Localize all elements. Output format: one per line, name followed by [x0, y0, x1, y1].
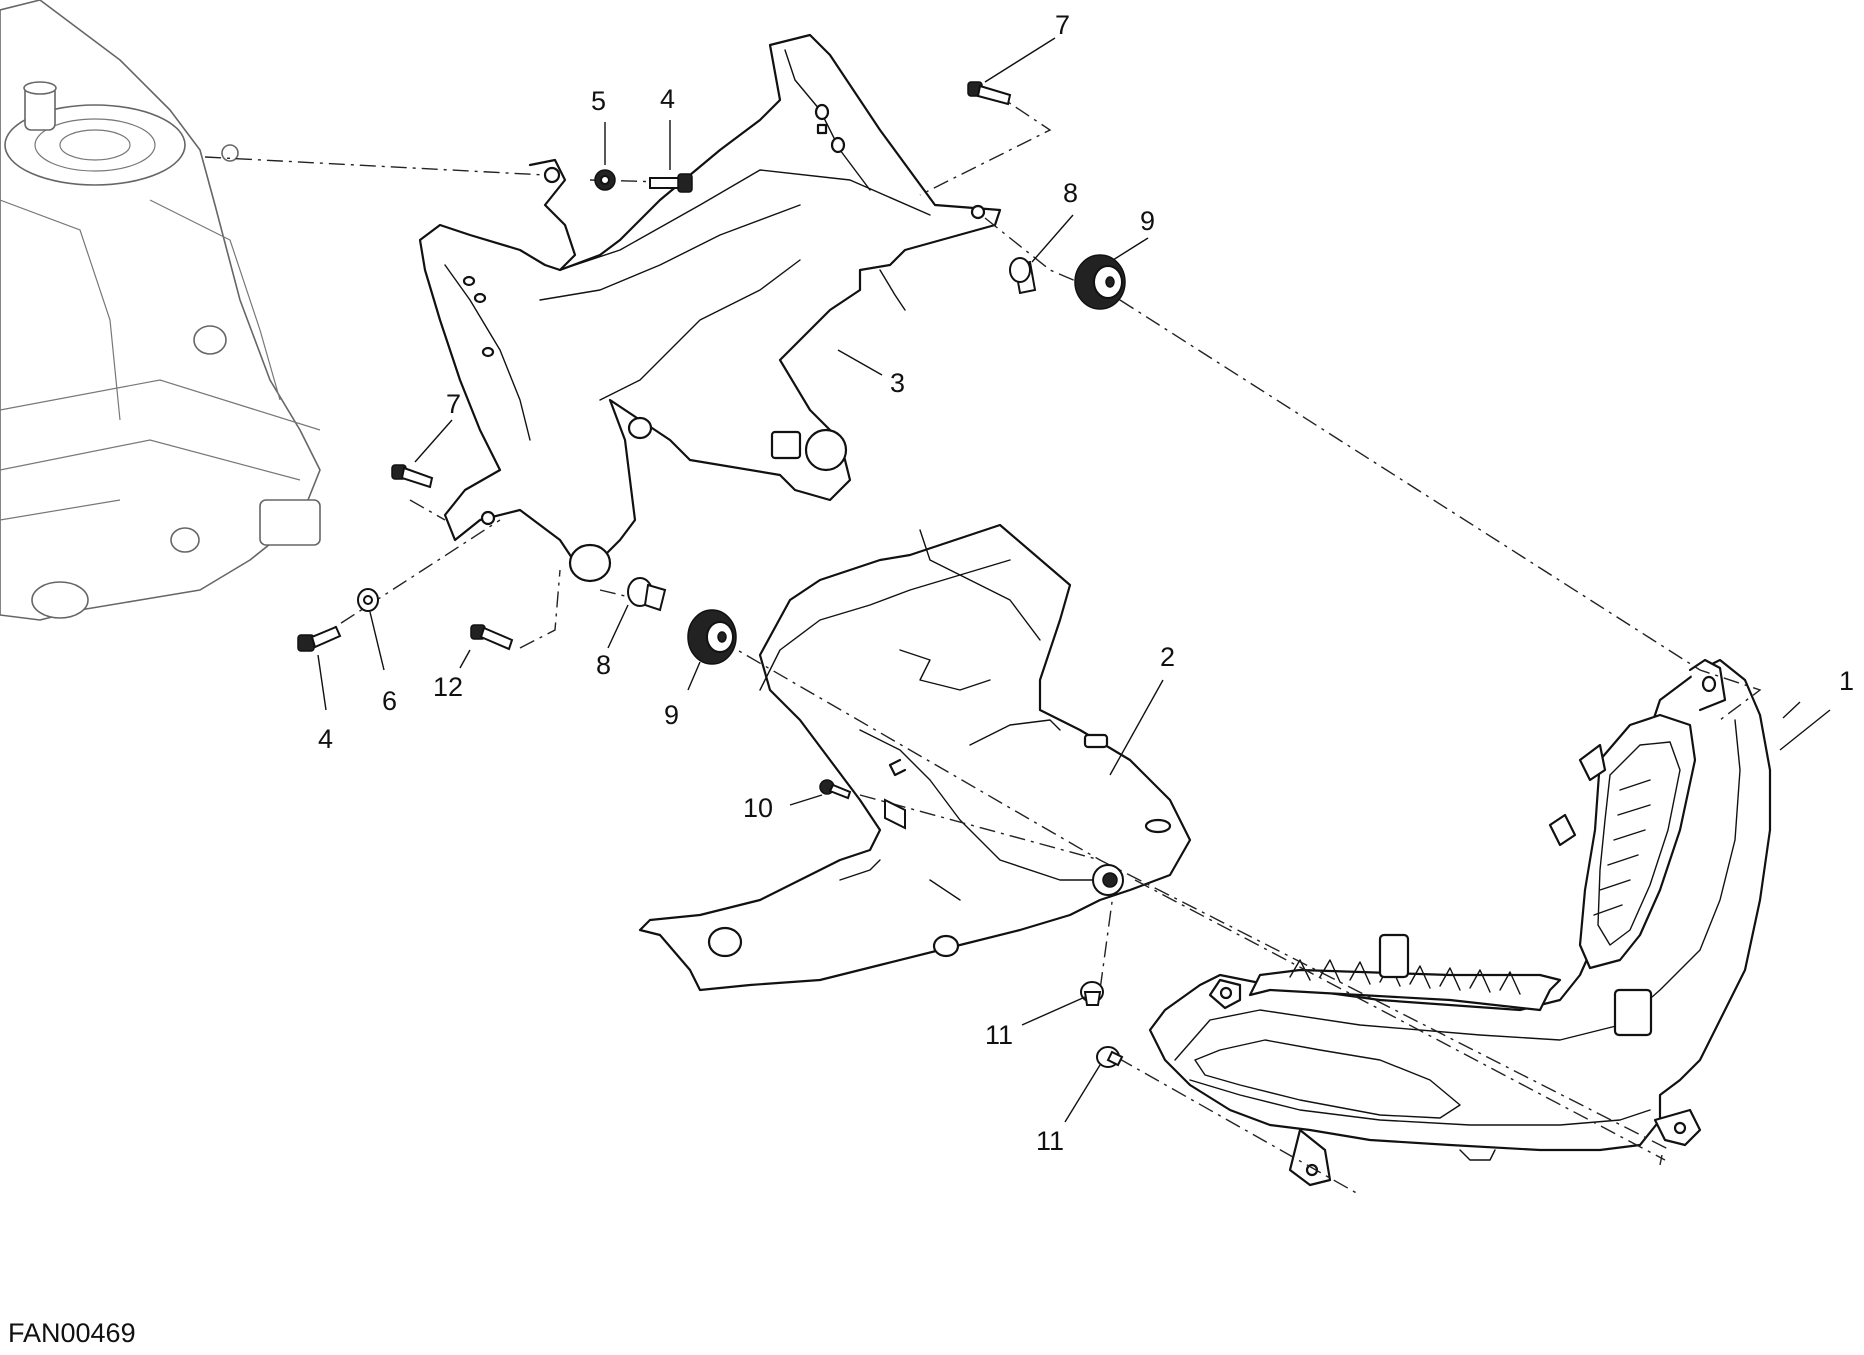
bolt-4-top	[649, 173, 693, 193]
callout-8-left: 8	[596, 650, 611, 680]
spacer-8-right	[1009, 257, 1037, 295]
callout-6: 6	[382, 686, 397, 716]
callout-4-top: 4	[660, 84, 675, 114]
screw-10	[819, 779, 906, 830]
grommet-9-right	[1074, 254, 1126, 310]
frame-steering-head	[0, 0, 321, 621]
grommet-9-left	[687, 609, 737, 665]
spacer-8-left	[627, 577, 667, 612]
screw-7-top	[967, 81, 1012, 106]
screw-11-bottom	[1096, 1046, 1124, 1068]
leader-lines	[317, 37, 1831, 1123]
callout-1: 1	[1839, 666, 1854, 696]
fasteners	[297, 81, 1126, 1068]
callout-labels: 1 2 3 4 5 7 8 9 7 4 6 12 8 9 10 11 11	[318, 10, 1854, 1156]
callout-9-left: 9	[664, 700, 679, 730]
headlight-support-bracket	[418, 33, 1002, 583]
callout-7-left: 7	[446, 389, 461, 419]
washer-6	[357, 588, 379, 612]
callout-11-bottom: 11	[1036, 1126, 1064, 1156]
screw-7-left	[391, 464, 434, 489]
callout-7-top: 7	[1055, 10, 1070, 40]
callout-5: 5	[591, 86, 606, 116]
callout-4-bottom: 4	[318, 724, 333, 754]
callout-8-right: 8	[1063, 178, 1078, 208]
callout-9-right: 9	[1140, 206, 1155, 236]
nut-5	[594, 169, 616, 191]
callout-11-top: 11	[985, 1020, 1013, 1050]
headlight-assembly	[1148, 658, 1772, 1187]
rubber-mount-part-2	[1092, 864, 1124, 896]
callout-2: 2	[1160, 642, 1175, 672]
callout-12: 12	[433, 672, 463, 702]
headlight-cover-panel	[638, 523, 1192, 992]
callout-3: 3	[890, 368, 905, 398]
callout-10: 10	[743, 793, 773, 823]
bolt-4-bottom	[297, 625, 342, 652]
screw-12	[470, 624, 514, 651]
figure-code: FAN00469	[8, 1318, 136, 1348]
screw-11-top	[1080, 981, 1104, 1006]
